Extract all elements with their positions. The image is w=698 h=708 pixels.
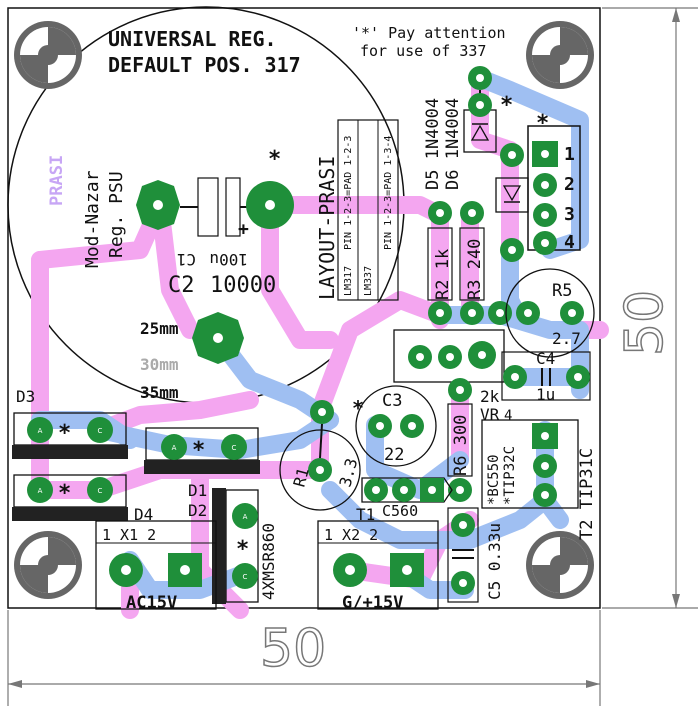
layout-prasi-label: LAYOUT-PRASI	[315, 156, 339, 301]
header-pin-3: 3	[564, 204, 575, 225]
dim-height: 50	[615, 290, 675, 356]
svg-text:A: A	[38, 427, 43, 435]
d4-label: D4	[134, 505, 153, 524]
d1-label: D1	[188, 481, 207, 500]
x2-terminal: 1 X2 2 G/+15V	[317, 520, 439, 613]
svg-text:*: *	[192, 438, 205, 463]
pin-table: LM317 PIN 1-2-3=PAD 1-2-3 LM337 PIN 1-2-…	[337, 119, 399, 301]
r2-label: R2 1k	[433, 249, 453, 300]
prasi-label: PRASI	[47, 155, 67, 206]
table-lm317: LM317	[343, 266, 354, 296]
note-line2: for use of 337	[360, 42, 486, 60]
x1-label: AC15V	[126, 593, 177, 613]
x2-pins: 1 X2 2	[324, 526, 378, 544]
header-pin-4: 4	[564, 232, 575, 253]
c3-label: C3	[382, 391, 402, 411]
r5-value: 2.7	[552, 329, 581, 348]
c2-value: 10000	[210, 273, 276, 298]
d2-label: D2	[188, 501, 207, 520]
x2-label: G/+15V	[342, 593, 403, 613]
dimension-lines	[7, 7, 698, 706]
vr-label: VR	[480, 405, 500, 424]
bridge-diodes: D3 A C * A C * A C * D1 D2 D4 A C * 4XMS…	[12, 387, 278, 604]
size-pad	[192, 312, 244, 364]
svg-text:C: C	[98, 487, 103, 495]
c4-label: C4	[536, 349, 555, 368]
mod-nazar-label: Mod-Nazar	[82, 170, 103, 268]
t4-transistor: *BC550 4 *TIP32C T2 TIP31C	[481, 408, 597, 540]
c3-asterisk: *	[352, 396, 364, 420]
header-pin-1: 1	[564, 144, 575, 165]
svg-text:*: *	[236, 537, 249, 562]
mount-hole-br	[526, 531, 594, 599]
d6-label: D6 1N4004	[443, 98, 463, 190]
title-line2: DEFAULT POS. 317	[108, 53, 301, 77]
svg-text:C: C	[232, 444, 237, 452]
size-30mm: 30mm	[140, 355, 179, 374]
size-35mm: 35mm	[140, 383, 179, 402]
c5-label: C5 0.33u	[485, 523, 504, 600]
svg-text:C: C	[243, 573, 248, 581]
dimension-arrows	[8, 8, 680, 688]
regulator-header: 1 2 3 4 *	[527, 111, 581, 255]
r6-label: R6 300	[451, 415, 471, 476]
header-asterisk: *	[536, 111, 549, 136]
x1-pins: 1 X1 2	[102, 526, 156, 544]
c1-plus: +	[238, 219, 249, 240]
r2-r3-resistors: R2 1k R3 240	[427, 201, 512, 325]
header-pin-2: 2	[564, 174, 575, 195]
c3-value: 22	[384, 445, 404, 465]
r1-label: R1	[290, 466, 313, 490]
mount-hole-bl	[14, 531, 82, 599]
c4-value: 1u	[536, 385, 555, 404]
t4-number: 4	[504, 408, 512, 424]
c2-asterisk: *	[268, 147, 281, 172]
svg-text:*: *	[58, 481, 71, 506]
c5-capacitor: C5 0.33u	[447, 507, 504, 603]
vr-potentiometer: 2k VR	[393, 329, 505, 424]
svg-text:A: A	[172, 444, 177, 452]
t1-transistor: T1 C560	[356, 477, 453, 524]
diode-parts: 4XMSR860	[259, 523, 278, 600]
c3-capacitor: C3 22 *	[352, 385, 437, 467]
d5-label: D5 1N4004	[423, 98, 443, 190]
svg-text:A: A	[38, 487, 43, 495]
size-25mm: 25mm	[140, 319, 179, 338]
t1-label: T1	[356, 505, 375, 524]
t3-label: *BC550	[486, 454, 502, 505]
r5-resistor: R5 2.7	[505, 268, 595, 358]
table-lm337-pins: PIN 1-2-3=PAD 1-3-4	[383, 136, 394, 250]
dim-width: 50	[260, 619, 326, 679]
mounting-holes	[14, 21, 594, 599]
svg-text:*: *	[58, 421, 71, 446]
r3-label: R3 240	[465, 239, 485, 300]
x1-terminal: 1 X1 2 AC15V	[95, 520, 217, 613]
c2-label: C2	[168, 273, 195, 298]
c4-capacitor: C4 1u	[501, 349, 591, 404]
note-line1: '*' Pay attention	[352, 24, 506, 42]
r5-label: R5	[552, 281, 572, 301]
table-lm317-pins: PIN 1-2-3=PAD 1-2-3	[343, 136, 354, 250]
mount-hole-tr	[526, 21, 594, 89]
r6-resistor: R6 300	[447, 378, 473, 502]
svg-text:C: C	[98, 427, 103, 435]
reg-psu-label: Reg. PSU	[106, 171, 127, 258]
d3-label: D3	[16, 387, 35, 406]
mount-hole-tl	[14, 21, 82, 89]
c2-pads: *	[136, 147, 294, 230]
vr-value: 2k	[480, 387, 500, 406]
c1-value: 100u	[209, 250, 248, 269]
svg-text:A: A	[243, 513, 248, 521]
title-line1: UNIVERSAL REG.	[108, 27, 277, 51]
t1-type: C560	[382, 502, 418, 520]
table-lm337: LM337	[363, 266, 374, 296]
c1-label: C1	[177, 250, 196, 269]
t4-type: *TIP32C	[502, 446, 518, 505]
d-asterisk: *	[500, 93, 513, 118]
t2-label: T2 TIP31C	[577, 448, 597, 540]
